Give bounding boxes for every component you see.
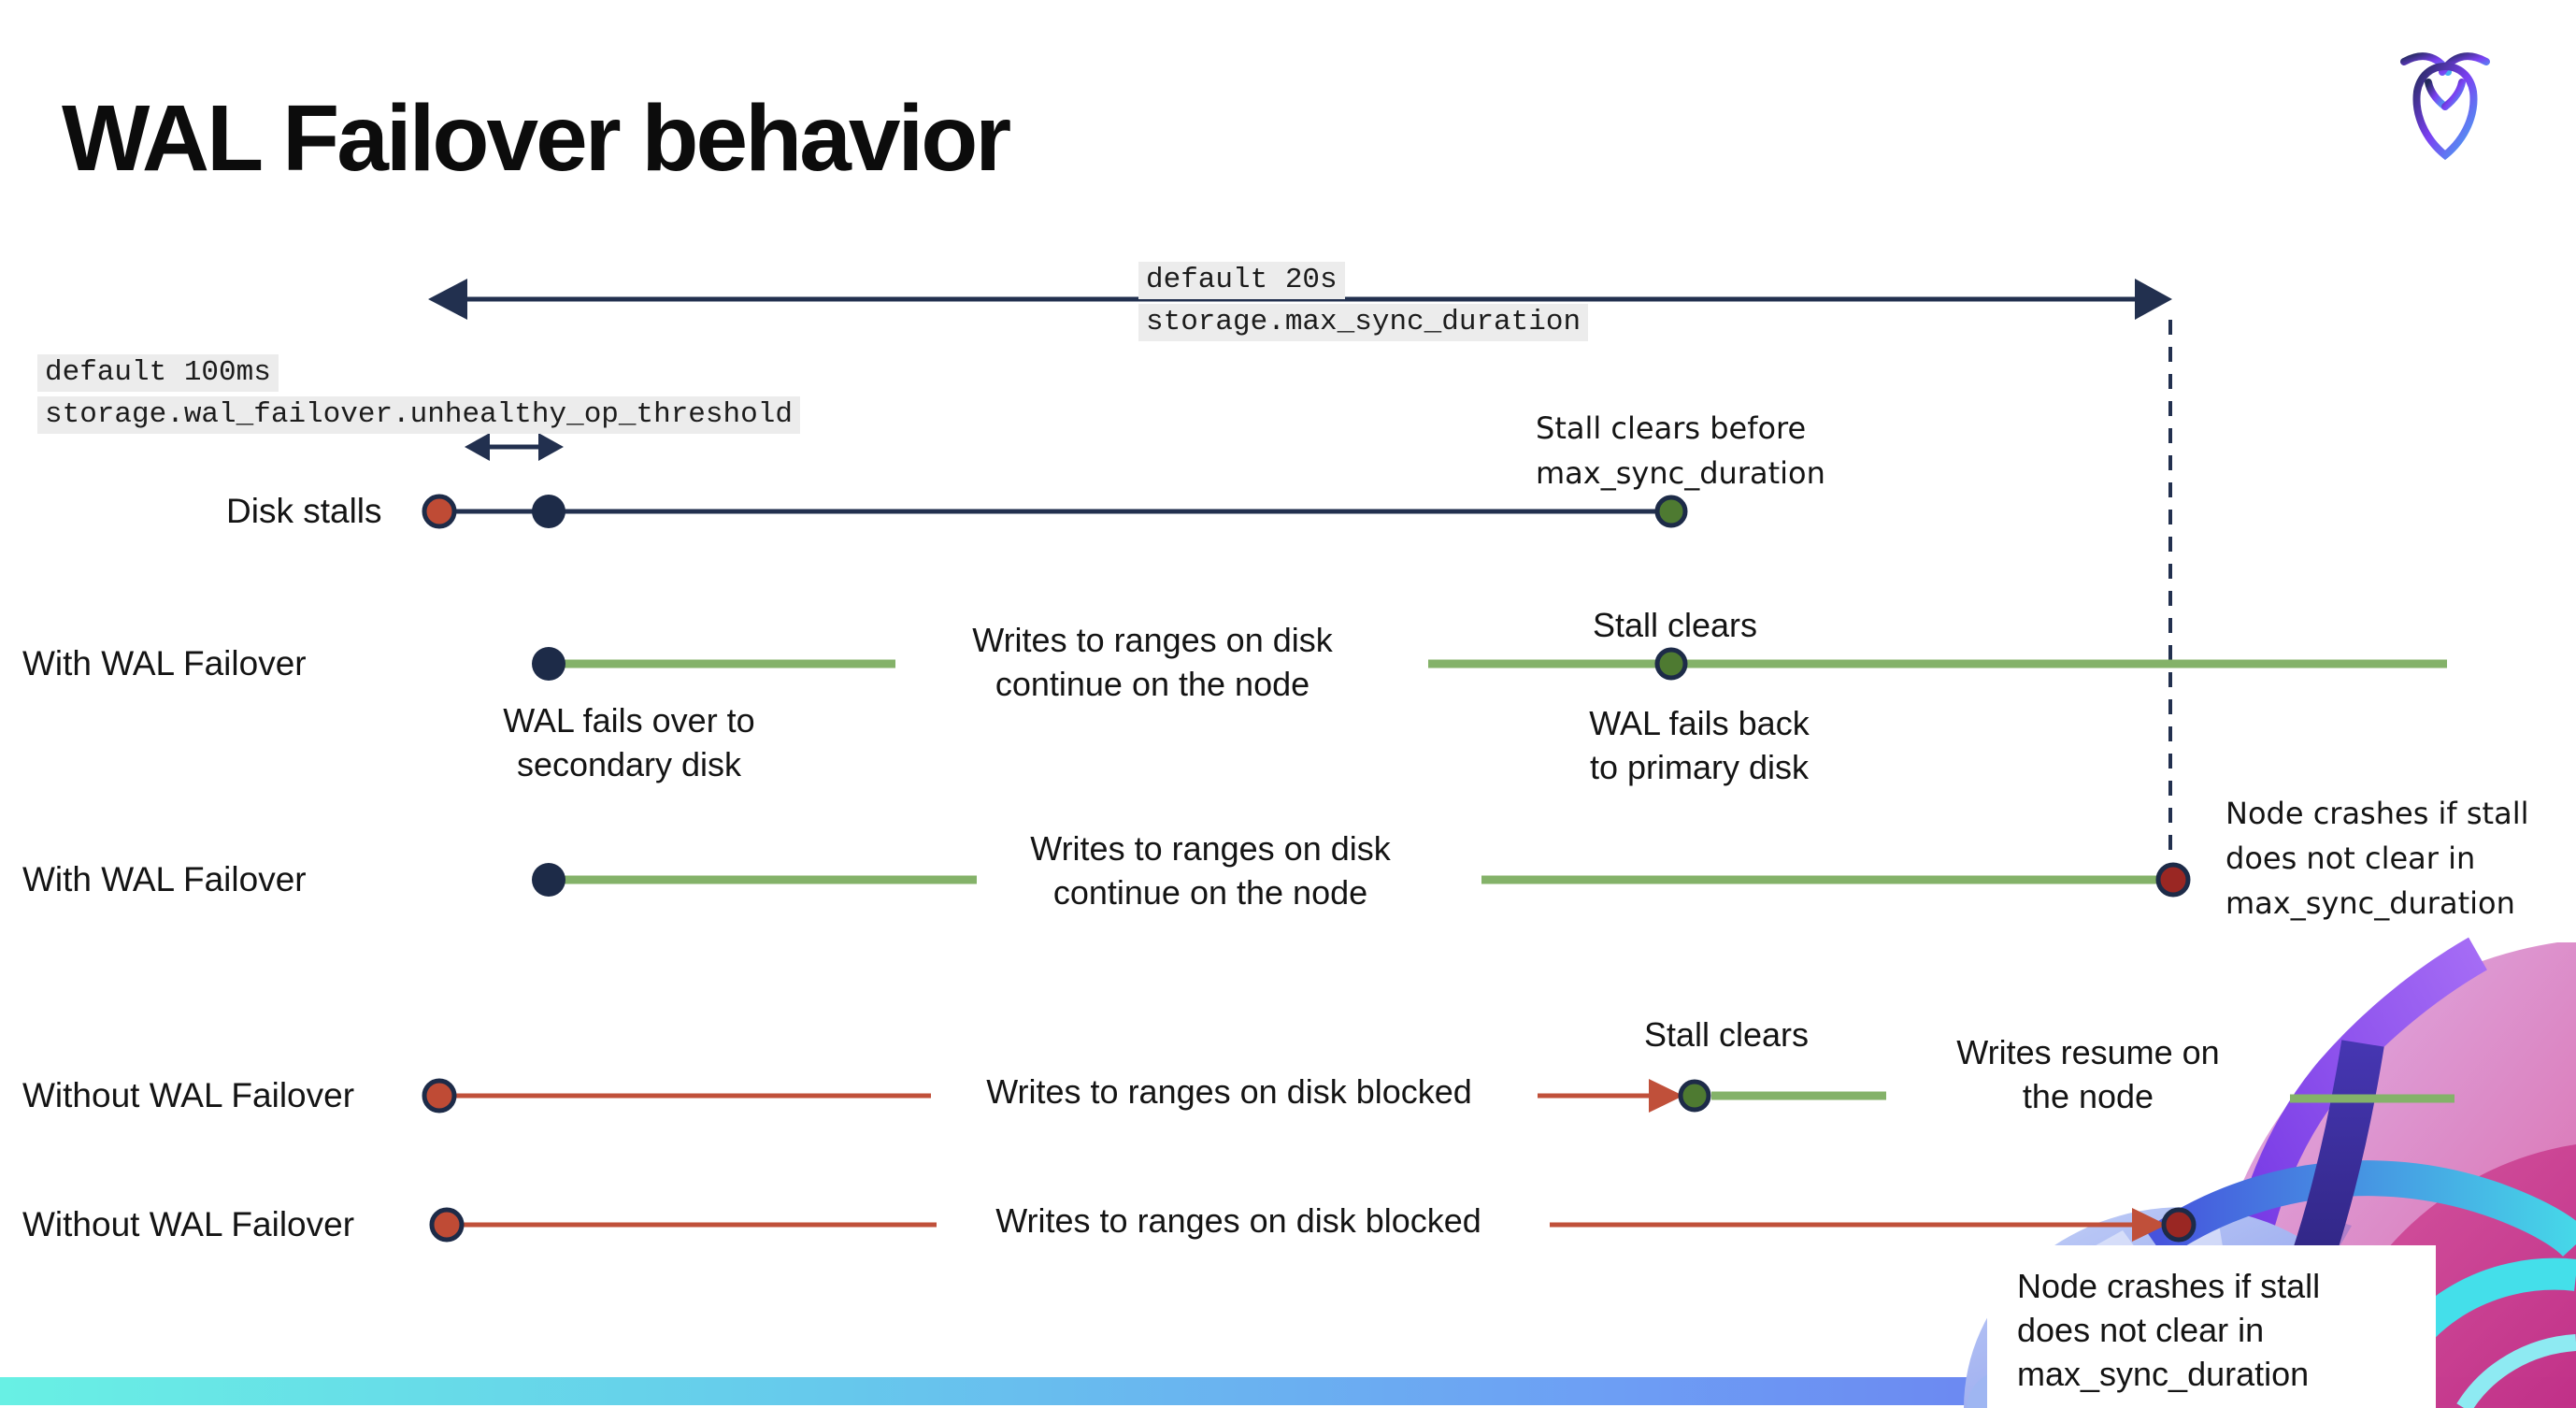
threshold-dot [532, 495, 565, 528]
row-label-with-wal-failover-2: With WAL Failover [22, 860, 307, 898]
annotation-wal-fails-back: WAL fails back to primary disk [1589, 704, 1810, 786]
annotation-writes-continue-2: Writes to ranges on disk continue on the… [1030, 829, 1391, 912]
setting-name: storage.wal_failover.unhealthy_op_thresh… [37, 396, 800, 434]
row-label-with-wal-failover-1: With WAL Failover [22, 644, 307, 682]
stall-clears-dot [1678, 1079, 1711, 1113]
row-label-without-wal-failover-1: Without WAL Failover [22, 1076, 355, 1114]
node-crash-dot [2155, 862, 2191, 898]
failover-dot [532, 863, 565, 897]
annotation-stall-clears-1: Stall clears [1592, 606, 1758, 644]
max-sync-duration-setting: default 20s storage.max_sync_duration [1138, 262, 1589, 341]
annotation-node-crashes-2: Node crashes if stall does not clear in … [2017, 1267, 2321, 1393]
stall-clears-dot [1654, 495, 1688, 528]
crash-callout-box [1987, 1245, 2436, 1408]
row-label-without-wal-failover-2: Without WAL Failover [22, 1205, 355, 1243]
annotation-writes-blocked-2: Writes to ranges on disk blocked [995, 1201, 1481, 1240]
cockroachdb-logo-icon [2400, 52, 2490, 161]
stall-start-dot [422, 494, 457, 529]
stall-clears-dot [1654, 647, 1688, 681]
failover-dot [532, 647, 565, 681]
unhealthy-op-threshold-arrow [465, 433, 564, 461]
row-label-disk-stalls: Disk stalls [226, 492, 382, 530]
annotation-writes-continue-1: Writes to ranges on disk continue on the… [972, 621, 1333, 703]
with-wal-failover-1-timeline [532, 647, 2447, 681]
annotation-wal-fails-over: WAL fails over to secondary disk [503, 701, 755, 783]
annotation-stall-clears-2: Stall clears [1643, 1015, 1810, 1054]
setting-name: storage.max_sync_duration [1138, 304, 1589, 341]
annotation-node-crashes-1: Node crashes if stall does not clear in … [2225, 796, 2529, 921]
page-title: WAL Failover behavior [62, 86, 1011, 191]
stall-start-dot [429, 1207, 465, 1243]
art-blue-band [2145, 1160, 2576, 1259]
stall-start-dot [422, 1078, 457, 1113]
annotation-writes-resume: Writes resume on the node [1956, 1033, 2220, 1115]
disk-stalls-timeline [422, 494, 1688, 529]
unhealthy-op-threshold-setting: default 100ms storage.wal_failover.unhea… [37, 354, 800, 434]
setting-default-value: default 100ms [37, 354, 279, 392]
annotation-writes-blocked-1: Writes to ranges on disk blocked [986, 1072, 1472, 1111]
setting-default-value: default 20s [1138, 262, 1345, 299]
red-arrowhead [1649, 1079, 1683, 1113]
annotation-stall-clears-before: Stall clears before max_sync_duration [1536, 410, 1825, 491]
art-cyan-arc [2456, 1334, 2576, 1408]
